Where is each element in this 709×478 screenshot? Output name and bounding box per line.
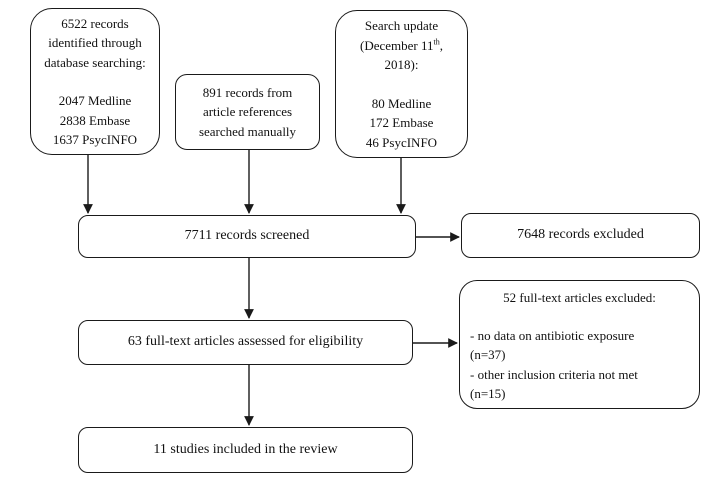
manual-search-text: 891 records from article references sear… — [198, 84, 297, 139]
studies-included-text: 11 studies included in the review — [153, 441, 338, 457]
fulltext-assessed-text: 63 full-text articles assessed for eligi… — [127, 334, 364, 350]
box-records-excluded: 7648 records excluded — [461, 213, 700, 258]
records-screened-text: 7711 records screened — [184, 228, 310, 244]
fulltext-excluded-reason: - no data on antibiotic exposure (n=37) — [470, 327, 635, 363]
database-search-sources: 2047 Medline 2838 Embase 1637 PsycINFO — [52, 93, 138, 147]
box-manual-search: 891 records from article references sear… — [175, 74, 320, 150]
database-search-title: 6522 records identified through database… — [44, 15, 146, 70]
box-search-update: Search update (December 11th, 2018): 80 … — [335, 10, 468, 158]
box-records-screened: 7711 records screened — [78, 215, 416, 258]
superscript-th: th — [433, 37, 440, 47]
records-excluded-text: 7648 records excluded — [517, 227, 644, 243]
box-database-search: 6522 records identified through database… — [30, 8, 160, 155]
box-fulltext-excluded: 52 full-text articles excluded: - no dat… — [459, 280, 700, 409]
search-update-line2: (December 11th, — [359, 37, 444, 53]
search-update-line3: 2018): — [384, 57, 419, 72]
box-fulltext-assessed: 63 full-text articles assessed for eligi… — [78, 320, 413, 365]
fulltext-excluded-title: 52 full-text articles excluded: — [503, 290, 656, 305]
search-update-line1: Search update — [364, 18, 439, 33]
box-studies-included: 11 studies included in the review — [78, 427, 413, 473]
search-update-sources: 80 Medline 172 Embase 46 PsycINFO — [365, 95, 438, 150]
fulltext-excluded-reason: - other inclusion criteria not met (n=15… — [470, 366, 638, 402]
